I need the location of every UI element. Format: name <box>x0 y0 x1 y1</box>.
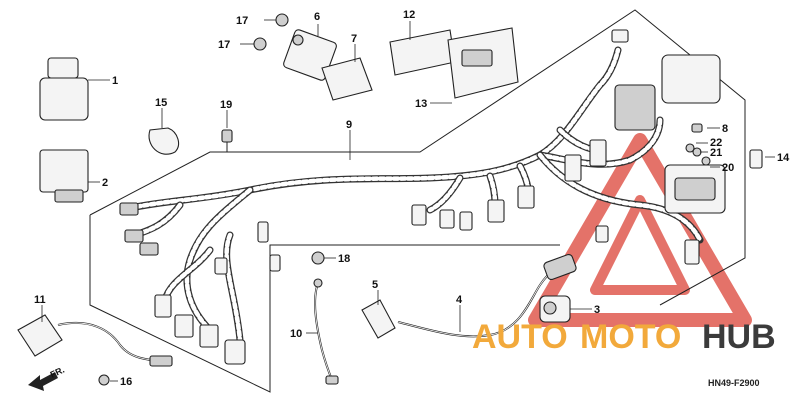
part-18-bolt <box>311 251 325 265</box>
part-19-bolt <box>221 129 233 152</box>
front-arrow-icon <box>28 372 58 391</box>
callout-18: 18 <box>338 253 350 265</box>
part-2-relay <box>39 149 89 203</box>
front-direction-indicator: FR. <box>28 365 66 391</box>
callout-19: 19 <box>220 99 232 111</box>
callout-11: 11 <box>34 294 46 306</box>
small-fasteners <box>685 123 711 166</box>
part-10-ground-cable <box>313 278 339 385</box>
part-11-sensor <box>17 314 173 367</box>
callout-16: 16 <box>120 376 132 388</box>
callout-5: 5 <box>372 279 378 291</box>
part-7-plate <box>321 57 373 101</box>
diagram-code: HN49-F2900 <box>708 378 760 388</box>
part-1-cover <box>39 57 89 121</box>
part-12-module <box>389 29 456 76</box>
watermark-moto: MOTO <box>580 318 681 356</box>
callout-2: 2 <box>102 177 108 189</box>
part-14-clip <box>749 149 763 169</box>
callout-3: 3 <box>594 304 600 316</box>
front-label: FR. <box>49 365 66 380</box>
callout-20: 20 <box>722 162 734 174</box>
part-lower-box <box>664 164 726 214</box>
callout-10: 10 <box>290 328 302 340</box>
assembly-outline <box>89 9 746 393</box>
part-3-sensor <box>539 295 571 323</box>
watermark-auto: AUTO <box>472 318 568 356</box>
callout-22: 22 <box>710 137 722 149</box>
part-13-ecu <box>447 27 519 99</box>
callout-labels: 1 2 3 4 5 6 7 8 9 10 11 12 13 14 15 16 1… <box>34 9 790 388</box>
part-fuse-box <box>614 54 721 131</box>
callout-15: 15 <box>155 97 167 109</box>
callout-8: 8 <box>722 123 728 135</box>
watermark-triangle-inner <box>590 195 690 295</box>
watermark-hub: HUB <box>702 318 776 356</box>
watermark-text: AUTO MOTO HUB <box>472 318 776 356</box>
callout-21: 21 <box>710 147 722 159</box>
callout-4: 4 <box>456 294 463 306</box>
part-15-clamp <box>148 127 180 155</box>
part-5-plug-cap <box>361 299 396 339</box>
callout-6: 6 <box>314 11 320 23</box>
callout-14: 14 <box>777 152 790 164</box>
callout-12: 12 <box>403 9 415 21</box>
harness-connectors <box>119 29 700 365</box>
callout-17a: 17 <box>236 15 248 27</box>
callout-9: 9 <box>346 119 352 131</box>
leader-lines <box>41 19 775 382</box>
part-4-cable <box>397 253 577 338</box>
part-17-nuts <box>253 13 289 51</box>
callout-13: 13 <box>415 98 427 110</box>
callout-7: 7 <box>351 33 357 45</box>
callout-1: 1 <box>112 75 118 87</box>
callout-17b: 17 <box>218 39 230 51</box>
part-16-bolt <box>98 374 110 386</box>
